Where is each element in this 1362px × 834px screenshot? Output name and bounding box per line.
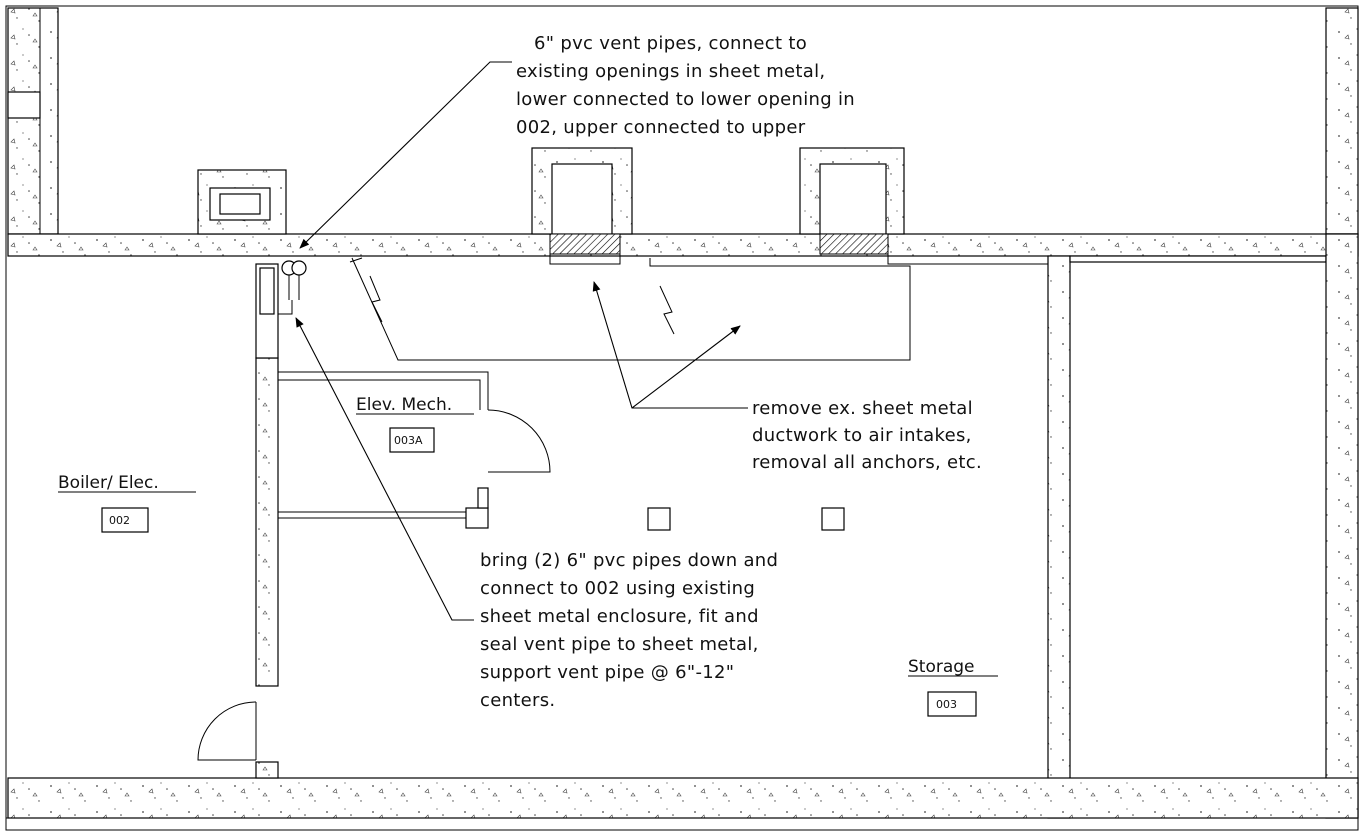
svg-text:002: 002 [109,514,130,527]
note-bring-pipes: bring (2) 6" pvc pipes down and connect … [480,550,778,711]
room-label-storage: Storage 003 [908,657,998,717]
elev-mech-door-swing [487,409,551,473]
svg-text:lower connected to lower openi: lower connected to lower opening in [516,89,855,110]
existing-ductwork [351,257,911,361]
svg-text:bring (2) 6" pvc pipes down an: bring (2) 6" pvc pipes down and [480,550,778,571]
vent-pipe-upper [291,260,307,276]
room-label-elev-mech: Elev. Mech. 003A [356,395,474,453]
svg-text:sheet metal enclosure, fit and: sheet metal enclosure, fit and [480,606,759,627]
svg-text:seal vent pipe to sheet metal,: seal vent pipe to sheet metal, [480,634,759,655]
svg-text:Boiler/ Elec.: Boiler/ Elec. [58,473,159,493]
svg-text:ductwork to air intakes,: ductwork to air intakes, [752,425,972,446]
svg-text:002, upper connected to upper: 002, upper connected to upper [516,117,806,138]
boiler-partition-wall [255,357,279,687]
leader-vent-pipes [299,61,512,249]
bottom-wall [7,777,1359,819]
svg-text:removal all anchors, etc.: removal all anchors, etc. [752,452,982,473]
leader-remove-2 [631,325,741,409]
note-remove-ductwork: remove ex. sheet metal ductwork to air i… [752,398,982,473]
svg-text:Elev. Mech.: Elev. Mech. [356,395,452,415]
svg-text:centers.: centers. [480,690,555,711]
intake-opening-1 [549,233,621,255]
svg-text:Storage: Storage [908,657,975,677]
leader-remove-1 [592,281,748,409]
boiler-door-swing [197,701,257,761]
svg-text:6" pvc vent pipes, connect to: 6" pvc vent pipes, connect to [534,33,807,54]
leader-bring-pipes [295,317,474,621]
svg-text:connect to 002 using existing: connect to 002 using existing [480,578,755,599]
room-label-boiler: Boiler/ Elec. 002 [58,473,196,533]
svg-text:003A: 003A [394,434,423,447]
intake-opening-2 [819,233,889,255]
svg-text:003: 003 [936,698,957,711]
right-partition-wall [1047,255,1071,819]
column [821,507,845,531]
main-horizontal-wall [7,233,1359,257]
svg-text:remove ex. sheet metal: remove ex. sheet metal [752,398,973,419]
note-vent-pipes: 6" pvc vent pipes, connect to existing o… [516,33,855,138]
svg-text:support vent pipe @ 6"-12": support vent pipe @ 6"-12" [480,662,734,683]
svg-text:existing openings in sheet met: existing openings in sheet metal, [516,61,825,82]
right-exterior-wall [1325,7,1359,235]
elev-mech-wall [278,371,489,410]
column [647,507,671,531]
left-exterior-wall [7,7,59,235]
